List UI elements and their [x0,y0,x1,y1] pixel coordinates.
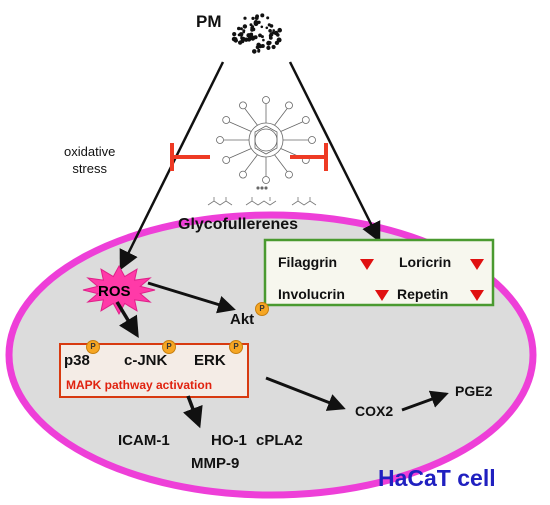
icam1-label: ICAM-1 [118,432,170,449]
c-jnk-phospho-badge: P [162,340,176,354]
mapk-to-targets-arrow [182,395,203,429]
pm-particle [268,41,272,45]
involucrin-label: Involucrin [278,286,345,302]
cox2-label: COX2 [355,403,394,419]
pm-particle [252,49,257,54]
erk-label: ERK [194,352,226,369]
pm-particle [255,14,259,19]
oxidative-label-line2: stress [72,161,107,176]
pm-particle [268,36,273,40]
pm-particle [269,24,274,28]
pm-particle [265,26,269,30]
pm-particle [251,16,255,20]
inhibition-right-icon [290,143,328,171]
oxidative-label-line1: oxidative [64,144,116,159]
hacat-cell-label: HaCaT cell [378,465,496,491]
cox2-to-pge2-arrow [401,390,449,412]
pm-particle [277,27,283,33]
pm-particle [271,44,276,50]
sugar-fragments [207,186,317,206]
pm-particle [253,35,258,40]
cpla2-label: cPLA2 [256,432,303,449]
oxidative-stress-label: oxidative stress [64,143,115,177]
pm-particle [237,26,241,31]
pm-particle [256,42,261,47]
p38-phospho-badge: P [86,340,100,354]
glycofullerenes-label: Glycofullerenes [178,216,299,233]
pm-particle [269,32,274,37]
pm-particle [242,30,245,34]
pm-particle [274,31,278,35]
inhibition-left-icon [170,143,210,171]
pm-particle [262,38,265,42]
pm-particle [232,31,237,37]
pm-particle [251,25,255,29]
repetin-label: Repetin [397,286,449,302]
pm-particle [250,28,254,32]
ros-burst-icon [82,264,156,316]
pm-particle [260,25,264,29]
ros-to-akt-arrow [147,281,236,314]
mmp9-label: MMP-9 [191,455,240,472]
pm-particle [240,39,245,44]
pm-particle [242,24,248,29]
ros-label: ROS [98,283,131,300]
pm-particle [260,35,264,39]
ros-to-mapk-arrow [115,301,139,338]
filaggrin-label: Filaggrin [278,254,338,270]
loricrin-decrease-icon [470,259,484,270]
repetin-decrease-icon [470,290,484,301]
pm-particle [253,20,259,25]
glycofullerene-molecule-icon [216,96,316,184]
pm-particle [248,33,254,39]
pm-particles-icon [231,13,283,54]
pge2-label: PGE2 [455,383,493,399]
akt-phospho-badge: P [255,302,269,316]
pm-to-barrier-arrow [288,61,381,243]
involucrin-decrease-icon [375,290,389,301]
pm-particle [243,16,247,20]
pm-particle [266,16,270,20]
pm-particle [276,37,282,43]
ho1-label: HO-1 [211,432,247,449]
pm-particle [233,38,238,43]
akt-label: Akt [230,311,255,328]
mapk-activation-label: MAPK pathway activation [66,378,213,392]
pm-particle [275,41,279,45]
erk-phospho-badge: P [229,340,243,354]
mapk-to-cox2-arrow [265,376,346,411]
c-jnk-label: c-JNK [124,352,168,369]
filaggrin-decrease-icon [360,259,374,270]
pm-particle [257,49,261,53]
pm-label: PM [196,12,222,31]
pm-particle [268,29,272,33]
pm-particle [272,29,276,32]
pm-particle [260,13,265,18]
pm-particle [239,27,243,31]
pm-particle [247,37,252,42]
p38-label: p38 [64,352,90,369]
loricrin-label: Loricrin [399,254,452,270]
pm-particle [266,45,271,51]
pm-particle [238,32,244,37]
